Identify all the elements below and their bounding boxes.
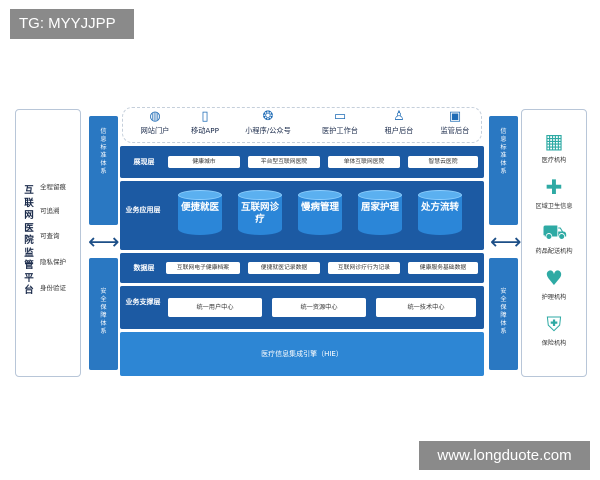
delivery-truck-icon: ⛟ [542, 220, 568, 244]
cylinder-label: 互联网诊疗 [240, 202, 279, 225]
right-bar-info-standard-text: 信息标准体系 [500, 128, 507, 175]
access-item-app: ▯ 移动APP [175, 109, 235, 136]
mobile-icon: ▯ [201, 109, 209, 124]
data-item: 便捷就医记录数据 [248, 262, 320, 274]
watermark-top: TG: MYYJJPP [10, 9, 134, 39]
hospital-building-icon: ▦ [544, 129, 564, 153]
cylinder-label: 居家护理 [360, 202, 399, 213]
data-item: 互联网电子健康档案 [166, 262, 240, 274]
presentation-item: 平台型互联网医院 [248, 156, 320, 168]
right-bar-info-standard: 信息标准体系 [489, 116, 518, 225]
left-panel-supervision [15, 109, 81, 377]
left-item-queryable: 可查询 [40, 232, 60, 240]
access-label: 小程序/公众号 [245, 126, 291, 135]
right-bar-security: 安全保障体系 [489, 258, 518, 370]
medical-cross-icon: ✚ [545, 175, 563, 199]
presentation-item: 单体互联网医院 [328, 156, 400, 168]
access-label: 租户后台 [384, 126, 414, 135]
access-label: 移动APP [191, 126, 219, 135]
access-label: 监管后台 [440, 126, 470, 135]
left-bar-security: 安全保障体系 [89, 258, 118, 370]
data-item: 互联网诊疗行为记录 [328, 262, 400, 274]
support-item: 统一技术中心 [376, 298, 476, 317]
right-item-drug-delivery: 药品配送机构 [535, 248, 573, 255]
tenant-user-icon: ♙ [393, 109, 405, 124]
left-item-traceable: 可追溯 [40, 207, 60, 215]
access-item-tenant: ♙ 租户后台 [369, 109, 429, 136]
support-item: 统一用户中心 [168, 298, 262, 317]
cylinder-chronic-management: 慢病管理 [298, 190, 342, 238]
left-bar-info-standard-text: 信息标准体系 [100, 128, 107, 175]
right-item-regional-health: 区域卫生信息 [535, 203, 573, 210]
access-label: 网站门户 [140, 126, 170, 135]
right-panel-institutions [521, 109, 587, 377]
left-item-identity: 身份验证 [40, 284, 66, 292]
cylinder-home-care: 居家护理 [358, 190, 402, 238]
left-bar-info-standard: 信息标准体系 [89, 116, 118, 225]
cylinder-prescription-flow: 处方流转 [418, 190, 462, 238]
portal-icon: ◍ [149, 109, 161, 124]
right-bar-security-text: 安全保障体系 [500, 288, 507, 335]
cylinder-convenient-care: 便捷就医 [178, 190, 222, 238]
support-item: 统一资源中心 [272, 298, 366, 317]
access-label: 医护工作台 [322, 126, 358, 135]
monitor-icon: ▣ [448, 109, 462, 124]
cylinder-internet-diagnosis: 互联网诊疗 [238, 190, 282, 238]
hie-engine-layer: 医疗信息集成引擎（HIE） [120, 332, 484, 376]
business-app-layer-label: 业务应用层 [125, 206, 161, 214]
insurance-shield-icon: ⛨ [546, 312, 562, 336]
left-item-privacy: 隐私保护 [40, 258, 66, 266]
watermark-bottom: www.longduote.com [419, 441, 590, 470]
mini-program-icon: ❂ [262, 109, 274, 124]
left-bar-security-text: 安全保障体系 [100, 288, 107, 335]
right-item-nursing: 护理机构 [541, 294, 567, 301]
presentation-layer-label: 展现层 [133, 158, 155, 166]
access-item-supervision: ▣ 监管后台 [425, 109, 485, 136]
workstation-icon: ▭ [333, 109, 347, 124]
data-layer-label: 数据层 [133, 264, 155, 272]
care-hand-icon: ♥ [545, 266, 563, 290]
data-item: 健康服务基础数据 [408, 262, 478, 274]
left-item-trace: 全程留痕 [40, 183, 66, 191]
presentation-item: 健康城市 [168, 156, 240, 168]
access-item-mini-program: ❂ 小程序/公众号 [238, 109, 298, 136]
left-double-arrow-icon: ⟷ [88, 230, 120, 255]
right-item-medical-institution: 医疗机构 [541, 157, 567, 164]
access-item-portal: ◍ 网站门户 [125, 109, 185, 136]
right-item-insurance: 保险机构 [541, 340, 567, 347]
business-support-layer-label: 业务支撑层 [125, 298, 161, 306]
cylinder-label: 慢病管理 [300, 202, 339, 213]
right-double-arrow-icon: ⟷ [490, 230, 522, 255]
access-item-workstation: ▭ 医护工作台 [310, 109, 370, 136]
cylinder-label: 便捷就医 [180, 202, 219, 213]
left-panel-title: 互联网医院监管平台 [24, 185, 34, 296]
cylinder-label: 处方流转 [420, 202, 459, 213]
presentation-item: 智慧云医院 [408, 156, 478, 168]
access-channels-box [122, 107, 482, 143]
